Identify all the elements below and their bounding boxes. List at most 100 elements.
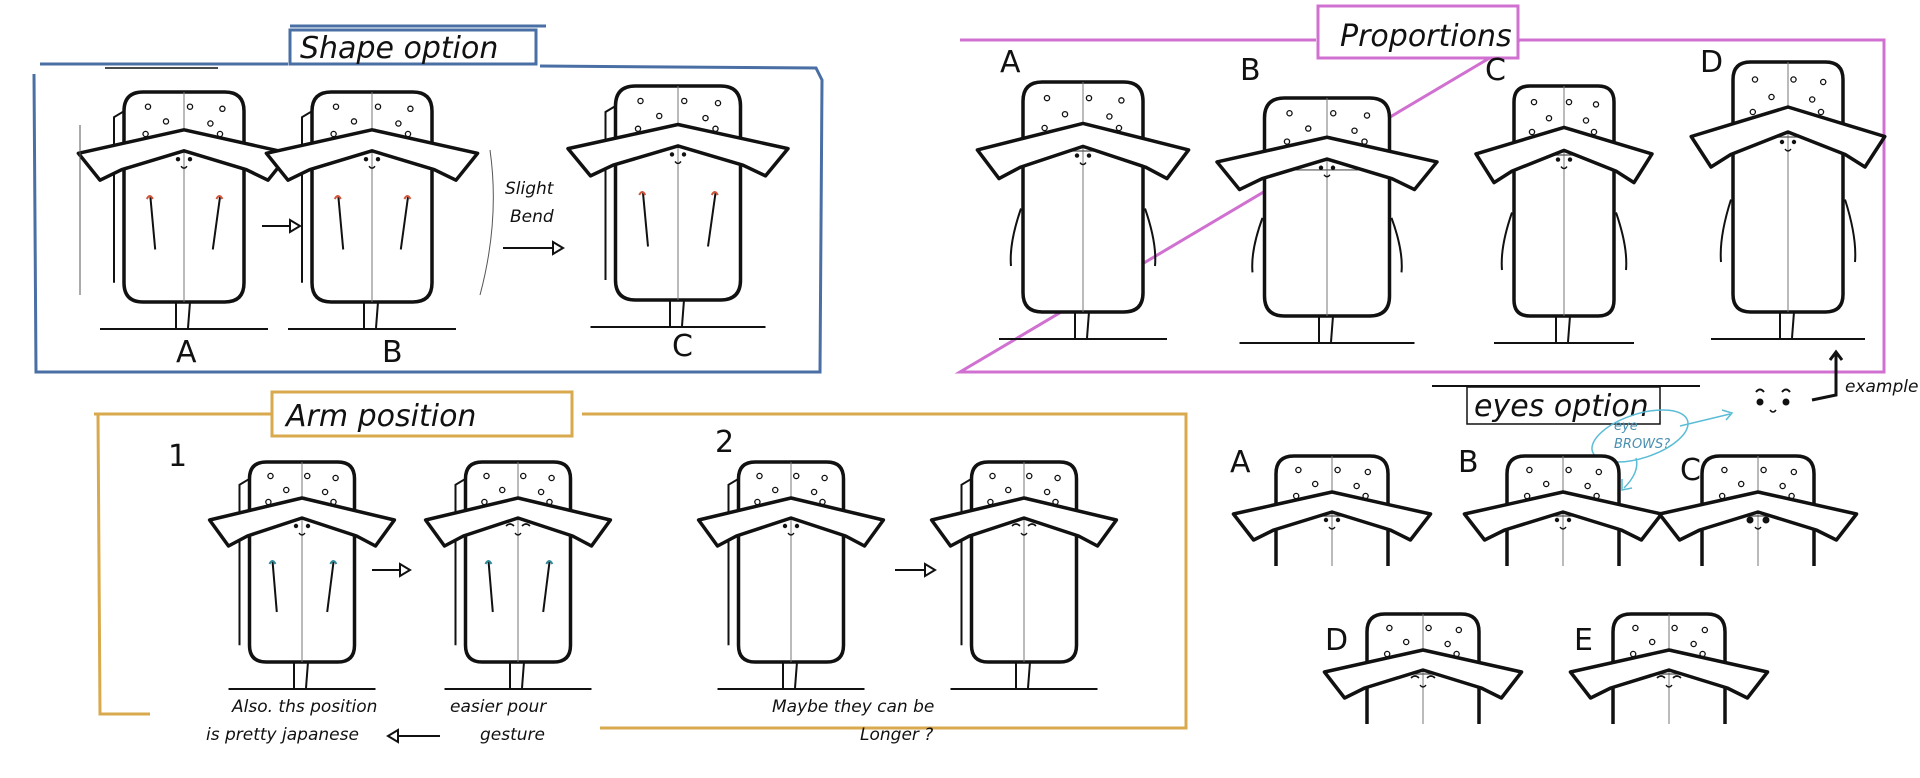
speckle bbox=[1402, 638, 1410, 646]
mouth bbox=[1560, 166, 1568, 170]
arm bbox=[337, 196, 345, 250]
arm bbox=[642, 192, 649, 247]
eyebrows-note-line1: eye bbox=[1614, 419, 1638, 434]
speckle bbox=[407, 105, 414, 113]
speckle bbox=[1455, 626, 1463, 634]
speckle bbox=[186, 103, 194, 110]
mouth bbox=[180, 165, 188, 169]
arm-note3-line2: Longer ? bbox=[860, 725, 933, 745]
speckle bbox=[772, 486, 779, 494]
speckle bbox=[1363, 112, 1371, 119]
body-side bbox=[727, 477, 740, 646]
collar bbox=[1568, 648, 1770, 700]
speckle bbox=[1085, 94, 1093, 102]
example-note: example bbox=[1845, 377, 1918, 397]
mouth bbox=[1754, 526, 1762, 530]
speckle bbox=[1768, 93, 1775, 101]
elbow-accent bbox=[268, 560, 277, 565]
leg bbox=[1567, 315, 1571, 343]
speckle bbox=[1425, 624, 1432, 632]
body-side bbox=[960, 477, 973, 646]
arm bbox=[1009, 208, 1022, 267]
collar bbox=[1689, 105, 1887, 169]
arm-label-2: 2 bbox=[715, 425, 734, 460]
elbow-accent bbox=[545, 560, 554, 565]
collar bbox=[1215, 135, 1439, 192]
shape-label-b: B bbox=[382, 335, 403, 370]
leg bbox=[681, 299, 685, 327]
eyes-option-section: eyes option A B C D E eye BROWS? bbox=[1230, 385, 1791, 658]
arm-figure-2a bbox=[696, 460, 886, 690]
leg bbox=[521, 661, 525, 689]
arm-note3-line1: Maybe they can be bbox=[772, 697, 934, 717]
arm bbox=[399, 196, 409, 250]
speckle bbox=[1565, 466, 1572, 474]
arm bbox=[707, 192, 717, 247]
slight-bend-note-line1: Slight bbox=[505, 179, 555, 199]
eye bbox=[1318, 165, 1324, 170]
collar bbox=[696, 496, 886, 548]
speckle bbox=[1026, 472, 1033, 480]
speckle bbox=[162, 118, 170, 125]
arm-note2-line1: easier pour bbox=[450, 697, 547, 717]
speckle bbox=[1530, 98, 1538, 106]
body-side bbox=[238, 477, 251, 646]
mouth bbox=[1079, 162, 1087, 166]
speckle bbox=[219, 105, 226, 113]
speckle bbox=[656, 112, 663, 120]
eyes-option-title: eyes option bbox=[1474, 389, 1649, 424]
eye bbox=[305, 523, 311, 529]
speckle bbox=[1115, 124, 1123, 132]
body-side bbox=[301, 110, 313, 283]
speckle bbox=[1005, 486, 1012, 494]
speckle bbox=[1386, 624, 1393, 632]
speckle bbox=[1721, 466, 1728, 474]
speckle bbox=[267, 472, 274, 480]
speckle bbox=[1061, 110, 1069, 118]
leg bbox=[1330, 315, 1334, 343]
arm bbox=[1615, 212, 1628, 271]
eye bbox=[1656, 675, 1682, 679]
leg bbox=[1086, 311, 1090, 339]
arm-arrow-2 bbox=[895, 562, 937, 578]
slight-bend-note-line2: Bend bbox=[510, 207, 554, 227]
eyes-head-a bbox=[1231, 454, 1433, 566]
shape-option-title-box bbox=[288, 28, 538, 66]
proportions-figure-d bbox=[1689, 60, 1887, 340]
mouth bbox=[1665, 684, 1673, 688]
elbow-accent bbox=[329, 560, 338, 565]
elbow-accent bbox=[638, 191, 647, 196]
speckle bbox=[1751, 76, 1759, 83]
speckle bbox=[793, 472, 800, 480]
speckle bbox=[1565, 98, 1573, 106]
speckle bbox=[1283, 138, 1291, 145]
speckle bbox=[1444, 640, 1451, 648]
speckle bbox=[1041, 124, 1048, 132]
speckle bbox=[1749, 108, 1757, 116]
collar bbox=[207, 496, 397, 548]
arm-figure-1b bbox=[423, 460, 613, 690]
eyes-head-c bbox=[1657, 454, 1859, 566]
arm-label-1: 1 bbox=[168, 439, 187, 474]
speckle bbox=[1808, 96, 1816, 103]
speckle bbox=[395, 120, 402, 127]
eye bbox=[175, 157, 181, 162]
arm bbox=[271, 561, 278, 613]
elbow-accent bbox=[403, 195, 412, 200]
leg bbox=[1791, 311, 1795, 339]
arrow-to-example-icon bbox=[1679, 409, 1734, 427]
speckle bbox=[1353, 482, 1360, 490]
arm-position-frame bbox=[94, 412, 1188, 730]
speckle bbox=[1779, 482, 1786, 490]
eye bbox=[1323, 517, 1329, 523]
eye bbox=[363, 157, 369, 162]
arm bbox=[149, 196, 157, 250]
speckle bbox=[702, 114, 709, 122]
speckle bbox=[714, 99, 722, 107]
arm-position-title-box bbox=[270, 390, 574, 438]
speckle bbox=[303, 472, 311, 480]
collar bbox=[1231, 490, 1433, 542]
mouth bbox=[1020, 532, 1028, 536]
eyes-label-a: A bbox=[1230, 445, 1251, 480]
